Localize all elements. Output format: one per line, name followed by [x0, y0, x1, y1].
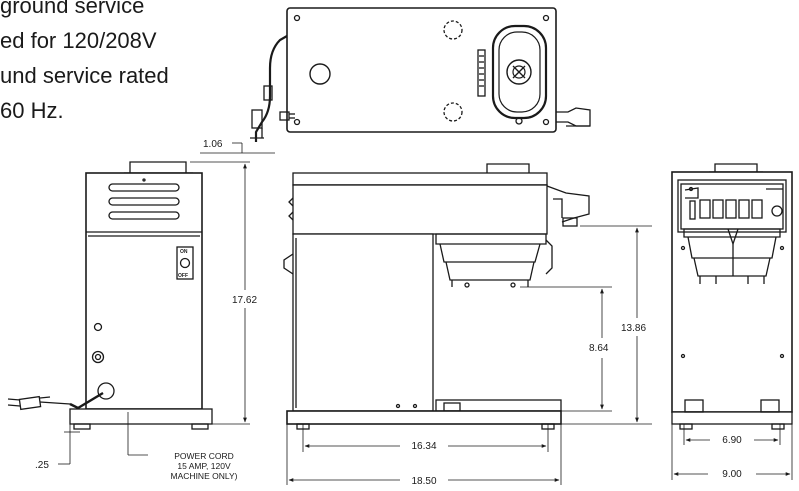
dim-top-offset — [200, 142, 275, 154]
side-view — [283, 163, 590, 430]
dim-side-warmer-height-label: 8.64 — [589, 343, 609, 354]
dim-back-inner-width — [683, 424, 781, 445]
dim-back-overall-width — [671, 424, 793, 480]
power-cord-line-2: 15 AMP, 120V — [177, 461, 231, 471]
switch-off-label: OFF — [178, 273, 188, 279]
dim-base-offset-label: .25 — [35, 460, 49, 471]
dim-front-height-label: 17.62 — [232, 295, 257, 306]
dim-top-offset-label: 1.06 — [203, 139, 223, 150]
dim-front-height — [190, 161, 250, 425]
dim-back-overall-width-label: 9.00 — [722, 469, 742, 480]
intro-line-4: 60 Hz. — [0, 98, 64, 123]
dim-side-overall-width — [286, 424, 562, 485]
power-cord-callout — [127, 412, 148, 456]
intro-line-2: ed for 120/208V — [0, 28, 157, 53]
dim-side-warmer-height — [520, 286, 612, 412]
intro-line-1: ground service — [0, 0, 145, 18]
power-cord-line-1: POWER CORD — [174, 451, 234, 461]
dim-base-offset — [58, 424, 80, 465]
top-view — [250, 7, 591, 142]
power-cord-line-3: MACHINE ONLY) — [171, 471, 238, 481]
switch-on-label: ON — [180, 249, 188, 255]
dim-side-inner-width — [302, 424, 549, 452]
dim-side-spout-height — [561, 225, 652, 425]
dim-side-inner-width-label: 16.34 — [411, 441, 436, 452]
dim-side-spout-height-label: 13.86 — [621, 323, 646, 334]
dim-side-overall-width-label: 18.50 — [411, 476, 436, 487]
front-view — [7, 161, 213, 430]
back-view — [671, 163, 793, 430]
intro-line-3: und service rated — [0, 63, 169, 88]
dim-back-inner-width-label: 6.90 — [722, 435, 742, 446]
